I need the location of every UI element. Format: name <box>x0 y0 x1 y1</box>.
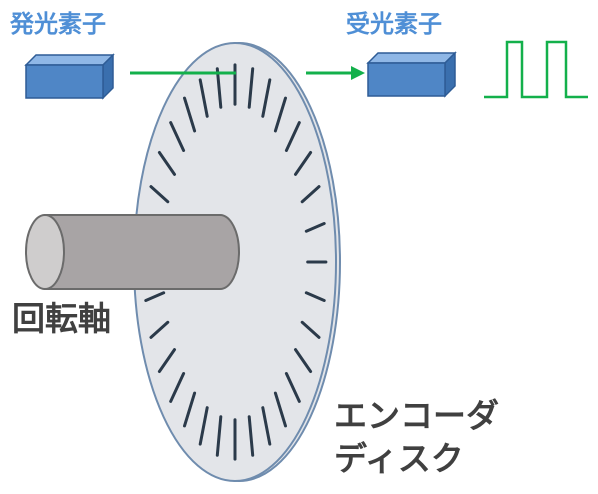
disk-slit <box>169 372 186 403</box>
disk-slit <box>261 78 272 118</box>
disk-slit <box>273 96 287 133</box>
disk-slit <box>284 121 301 152</box>
disk-slit <box>169 121 186 152</box>
receiver-label: 受光素子 <box>346 10 442 38</box>
disk-slit <box>304 291 326 302</box>
disk-slit <box>149 320 170 339</box>
disk-slit <box>157 348 176 373</box>
disk-label-line1: エンコーダ <box>334 396 499 435</box>
disk-slit <box>300 320 321 339</box>
shaft-label: 回転軸 <box>12 299 111 338</box>
disk-slit <box>198 78 209 118</box>
pulse-waveform-icon <box>484 40 588 99</box>
disk-slit <box>144 291 166 302</box>
disk-slit <box>149 185 170 204</box>
disk-slit <box>261 406 272 446</box>
disk-slit <box>215 415 223 457</box>
receiver-element <box>366 51 457 98</box>
disk-slit <box>284 372 301 403</box>
disk-label-line2: ディスク <box>334 439 464 478</box>
disk-slit <box>300 185 321 204</box>
disk-slit <box>247 415 255 457</box>
disk-slit <box>294 348 313 373</box>
shaft-end-face <box>25 214 65 290</box>
rotation-shaft <box>44 214 240 290</box>
disk-slit <box>198 406 209 446</box>
disk-slit <box>183 391 197 428</box>
emitter-element <box>24 53 115 100</box>
emitter-label: 発光素子 <box>10 10 106 38</box>
disk-slit <box>273 391 287 428</box>
disk-slit <box>215 67 223 109</box>
beam-arrowhead-icon <box>351 66 365 80</box>
disk-slit <box>183 96 197 133</box>
disk-slit <box>304 222 326 233</box>
disk-slit <box>247 67 255 109</box>
disk-slit <box>294 151 313 176</box>
disk-slit <box>157 151 176 176</box>
